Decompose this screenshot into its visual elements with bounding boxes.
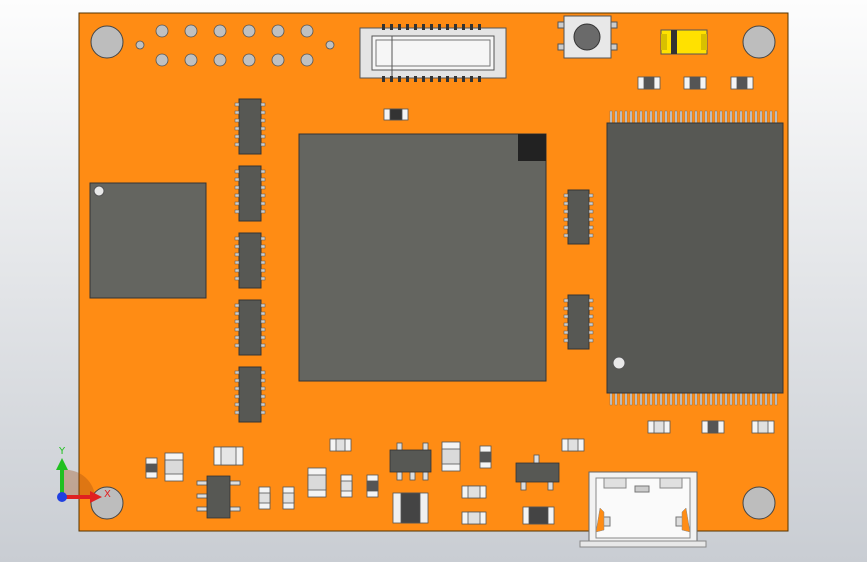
axis-triad: Y X [56,446,111,503]
tactile-switch [557,15,618,59]
header-pin-holes [135,24,335,67]
x-axis-label: X [104,489,111,500]
triad-shadow [62,469,95,497]
left-soic-column [234,98,266,423]
z-axis-dot [57,492,67,502]
left-ic [89,182,207,299]
soic-chip [563,294,594,350]
soic-chip [234,232,266,289]
y-axis-label: Y [58,446,66,457]
bottom-right-passives [647,420,775,434]
y-axis-arrow [56,458,68,470]
soic-chip [234,165,266,222]
top-right-passives [637,76,754,90]
bottom-components [145,438,585,525]
mid-soic-chips [563,189,594,350]
x-axis-arrow [90,491,102,503]
tantalum-capacitor [660,29,708,55]
mounting-hole-top-left [90,25,124,59]
main-soc [298,133,547,382]
memory-ic [606,110,784,406]
mounting-hole-bottom-right [742,486,776,520]
soic-chip [234,299,266,356]
fpc-connector [359,24,507,82]
micro-usb-connector [579,471,707,548]
soic-chip [234,366,266,423]
mounting-hole-bottom-left [90,486,124,520]
soic-chip [563,189,594,245]
mounting-holes [90,25,776,520]
top-passive [383,108,409,121]
mounting-hole-top-right [742,25,776,59]
soic-chip [234,98,266,155]
